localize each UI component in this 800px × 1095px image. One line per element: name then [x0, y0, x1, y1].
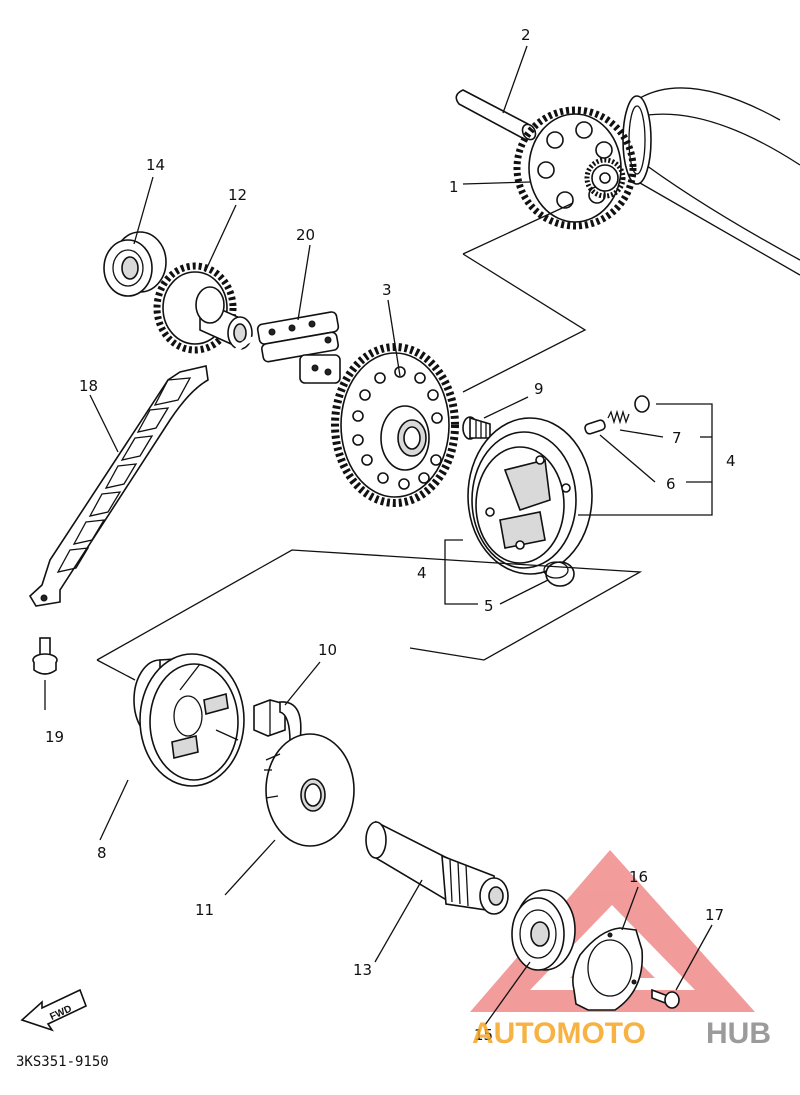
gear-shaft-part-12 — [153, 262, 253, 354]
screw-part-9 — [462, 416, 491, 440]
pulley-part-11 — [264, 733, 355, 847]
callout-5: 5 — [484, 597, 494, 615]
watermark-text: AUTOMOTO HUB — [472, 1017, 771, 1050]
callout-9: 9 — [534, 380, 544, 398]
callout-1: 1 — [449, 178, 459, 196]
weight-part-10 — [253, 699, 302, 743]
callout-17: 17 — [705, 906, 724, 924]
spring-part-7 — [607, 395, 650, 425]
callout-15: 15 — [474, 1026, 493, 1044]
callout-6: 6 — [666, 475, 676, 493]
callout-labels: 1 2 3 4 4 5 6 7 8 9 10 11 12 13 14 15 16… — [45, 26, 736, 1044]
plate-part-16 — [572, 927, 644, 1011]
clutch-housing-part-8 — [133, 653, 245, 787]
bearing-part-15 — [511, 889, 576, 971]
chain-part-20 — [145, 311, 341, 588]
watermark-text-orange: AUTOMOTO — [472, 1017, 646, 1050]
leader-lines — [44, 45, 713, 1026]
bolt-part-19 — [32, 637, 58, 675]
starter-wheel-gear-part-3 — [331, 343, 459, 507]
bearing-part-14 — [103, 231, 167, 297]
fwd-arrow-icon: FWD — [20, 988, 88, 1032]
starter-clutch-part-4 — [467, 417, 593, 575]
callout-10: 10 — [318, 641, 337, 659]
watermark-text-gray: HUB — [706, 1017, 771, 1050]
shaft-part-13 — [365, 820, 509, 915]
starter-gear-part-1 — [513, 106, 637, 230]
callout-2: 2 — [521, 26, 531, 44]
callout-18: 18 — [79, 377, 98, 395]
callout-3: 3 — [382, 281, 392, 299]
callout-7: 7 — [672, 429, 682, 447]
callout-8: 8 — [97, 844, 107, 862]
callout-19: 19 — [45, 728, 64, 746]
screw-part-17 — [651, 988, 680, 1009]
callout-14: 14 — [146, 156, 165, 174]
chain-guide-part-18 — [28, 365, 209, 607]
part-code: 3KS351-9150 — [16, 1054, 109, 1070]
roller-part-6 — [584, 419, 606, 435]
callout-20: 20 — [296, 226, 315, 244]
engine-housing — [622, 87, 800, 276]
callout-13: 13 — [353, 961, 372, 979]
callout-11: 11 — [195, 901, 214, 919]
callout-12: 12 — [228, 186, 247, 204]
callout-4: 4 — [417, 564, 427, 582]
callout-4-group: 4 — [726, 452, 736, 470]
callout-16: 16 — [629, 868, 648, 886]
